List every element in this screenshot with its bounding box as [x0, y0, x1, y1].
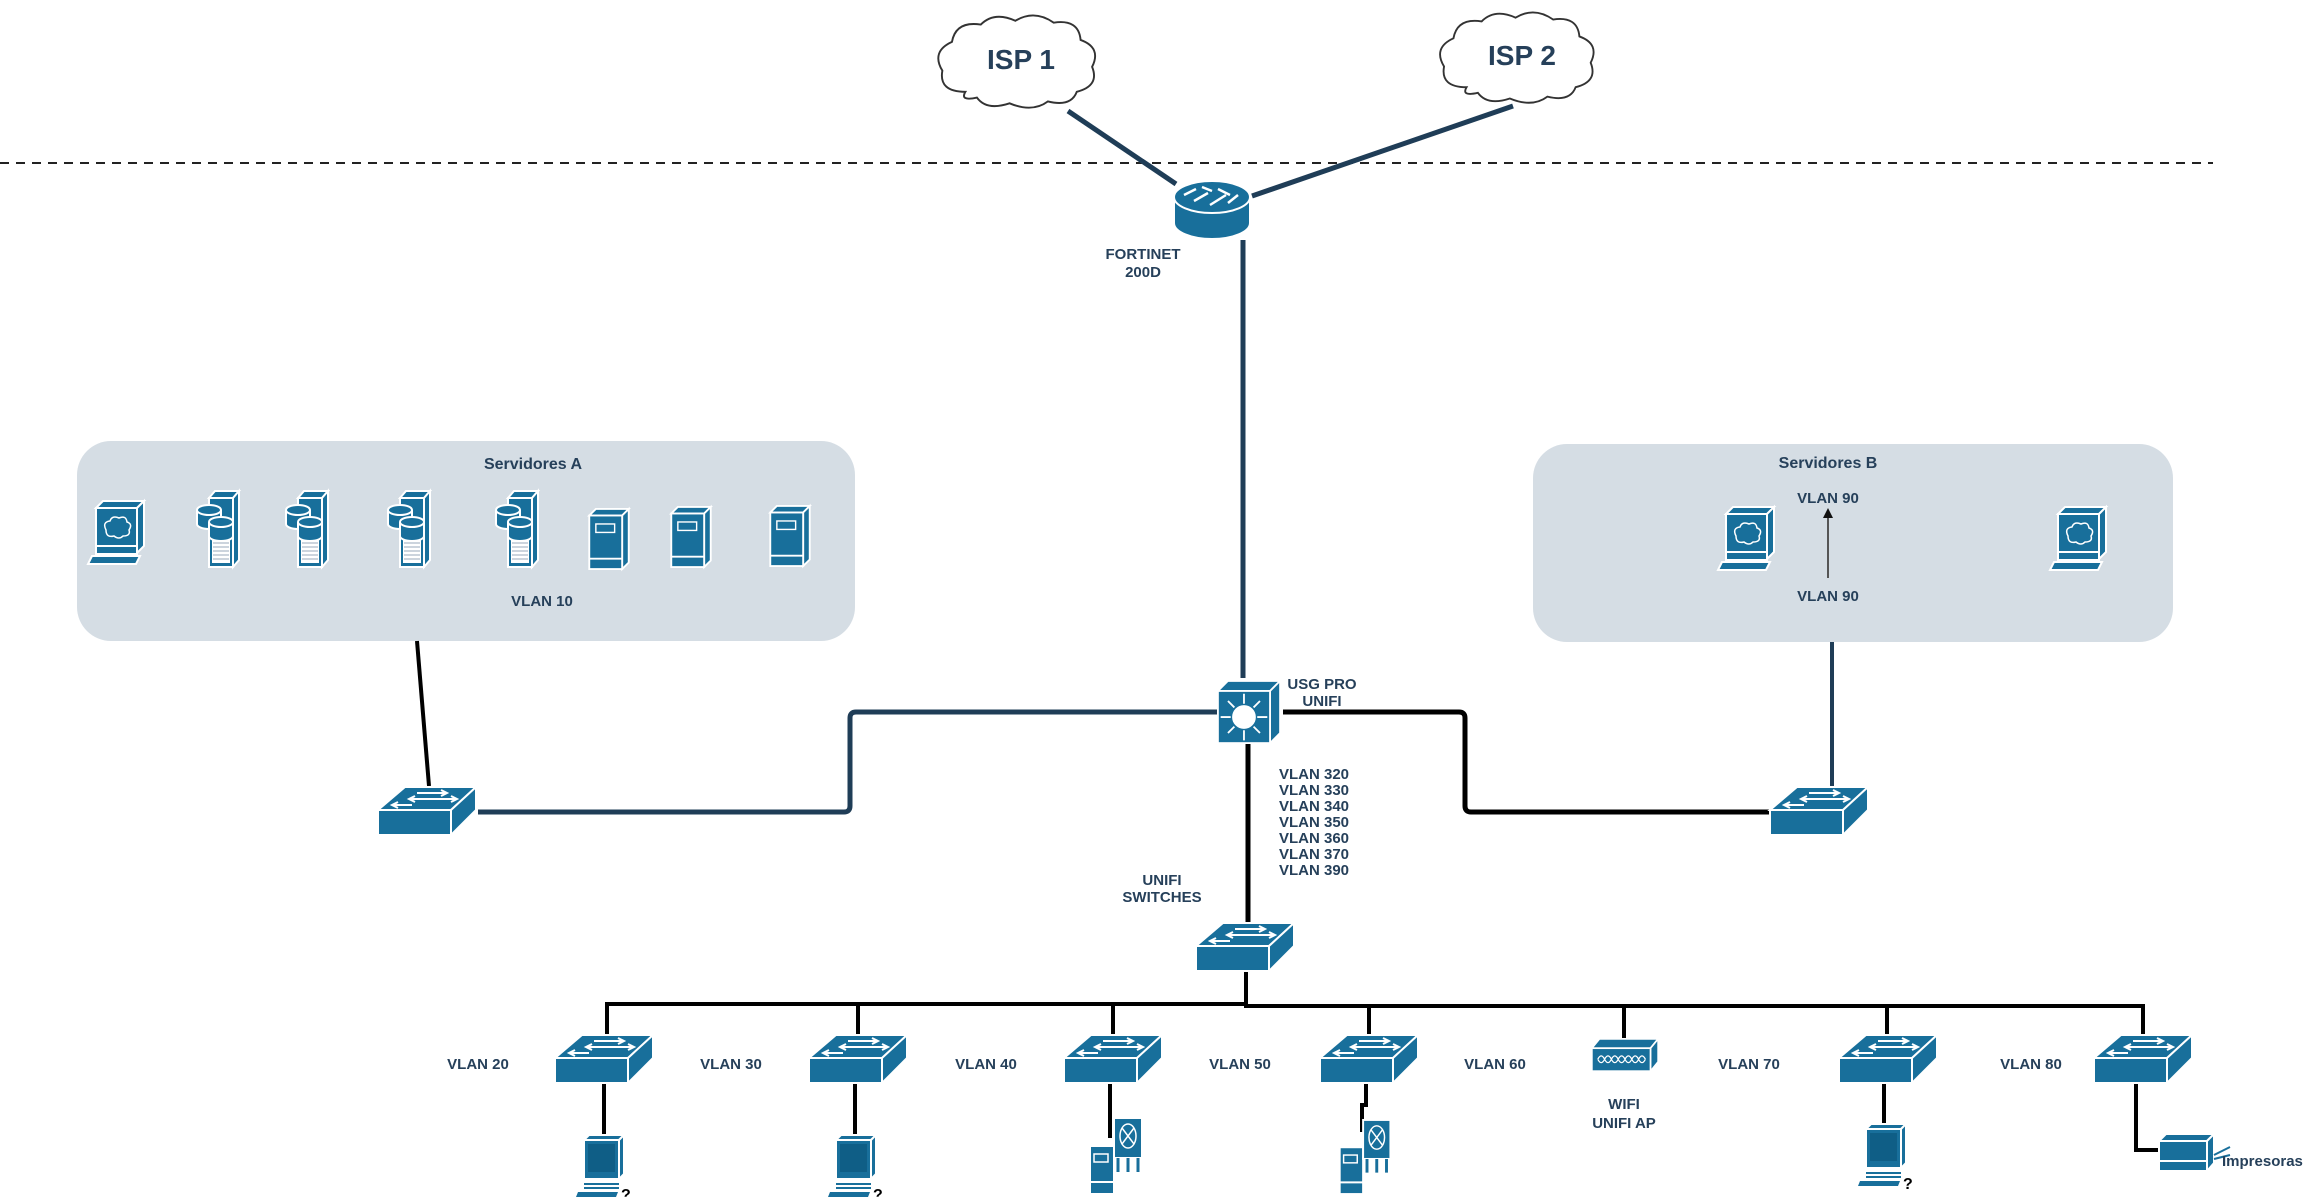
workstation-router-icon[interactable]: [1338, 1118, 1392, 1196]
access-switch-icon[interactable]: [1838, 1034, 1938, 1084]
access-drops: [602, 1084, 2163, 1152]
core-label-line2: UNIFI: [1302, 693, 1341, 710]
trunk-vlan: VLAN 350: [1279, 814, 1349, 831]
client-pc-icon[interactable]: [827, 1134, 884, 1197]
access-layer: VLAN 20 VLAN 30 VLAN 40 VLAN 50 VLAN 60 …: [447, 1034, 2303, 1197]
trunk-vlan-list: VLAN 320 VLAN 330 VLAN 340 VLAN 350 VLAN…: [1279, 766, 1349, 879]
access-vlan-label: VLAN 30: [700, 1056, 762, 1073]
access-vlan-label: VLAN 20: [447, 1056, 509, 1073]
servidores-b-vlan-top: VLAN 90: [1797, 490, 1859, 507]
core-l3-switch-icon[interactable]: [1216, 679, 1282, 745]
servidores-a-vlan: VLAN 10: [511, 593, 573, 610]
isp1-label: ISP 1: [987, 44, 1055, 75]
link-core-switch-b: [1283, 709, 1775, 815]
link-group-a-switch: [415, 640, 431, 787]
servidores-a-group: [77, 441, 855, 641]
wifi-access-point-icon[interactable]: [1590, 1037, 1660, 1073]
firewall-label-line2: 200D: [1125, 264, 1161, 281]
link-isp2-firewall: [1251, 103, 1514, 199]
firewall-router-icon[interactable]: [1172, 179, 1252, 241]
access-switch-icon[interactable]: [808, 1034, 908, 1084]
server-workstation-icon[interactable]: [2049, 506, 2107, 571]
distribution-label-line1: UNIFI: [1142, 872, 1181, 889]
access-vlan-label: VLAN 70: [1718, 1056, 1780, 1073]
isp2-cloud: ISP 2: [1439, 11, 1595, 104]
arrow-head-icon: [1823, 508, 1833, 518]
servers-a-switch-icon[interactable]: [377, 786, 477, 836]
trunk-vlan: VLAN 320: [1279, 766, 1349, 783]
trunk-vlan: VLAN 340: [1279, 798, 1349, 815]
server-workstation-icon[interactable]: [87, 500, 145, 565]
core-label-line1: USG PRO: [1287, 676, 1357, 693]
link-isp1-firewall: [1066, 108, 1178, 187]
links: [415, 103, 2163, 1152]
trunk-vlan: VLAN 370: [1279, 846, 1349, 863]
printer-icon[interactable]: [2158, 1133, 2231, 1172]
client-pc-icon[interactable]: [1857, 1123, 1914, 1194]
access-switch-icon[interactable]: [1063, 1034, 1163, 1084]
servidores-a-title: Servidores A: [484, 456, 583, 473]
trunk-vlan: VLAN 360: [1279, 830, 1349, 847]
tower-server-icon[interactable]: [670, 505, 712, 569]
tower-server-icon[interactable]: [769, 504, 811, 568]
servers-b-switch-icon[interactable]: [1769, 786, 1869, 836]
servidores-b-title: Servidores B: [1779, 455, 1878, 472]
ap-label-line2: UNIFI AP: [1592, 1115, 1656, 1132]
access-switch-icon[interactable]: [554, 1034, 654, 1084]
access-switch-icon[interactable]: [1319, 1034, 1419, 1084]
printers-label: Impresoras: [2222, 1153, 2303, 1170]
access-vlan-label: VLAN 60: [1464, 1056, 1526, 1073]
trunk-vlan: VLAN 390: [1279, 862, 1349, 879]
link-distribution-bus: [605, 970, 2145, 1040]
trunk-vlan: VLAN 330: [1279, 782, 1349, 799]
distribution-label-line2: SWITCHES: [1122, 889, 1201, 906]
access-vlan-label: VLAN 50: [1209, 1056, 1271, 1073]
distribution-switch-icon[interactable]: [1195, 922, 1295, 972]
server-workstation-icon[interactable]: [1717, 506, 1775, 571]
tower-server-icon[interactable]: [588, 507, 630, 571]
client-pc-icon[interactable]: [575, 1134, 632, 1197]
workstation-router-icon[interactable]: [1088, 1116, 1144, 1196]
access-switch-icon[interactable]: [2093, 1034, 2193, 1084]
access-vlan-label: VLAN 40: [955, 1056, 1017, 1073]
servidores-b-group: [1533, 444, 2173, 642]
link-core-switch-a: [478, 709, 1217, 815]
servidores-b-vlan-bottom: VLAN 90: [1797, 588, 1859, 605]
firewall-label-line1: FORTINET: [1106, 246, 1181, 263]
ap-label-line1: WIFI: [1608, 1096, 1640, 1113]
isp2-label: ISP 2: [1488, 40, 1556, 71]
isp1-cloud: ISP 1: [937, 14, 1097, 109]
access-vlan-label: VLAN 80: [2000, 1056, 2062, 1073]
